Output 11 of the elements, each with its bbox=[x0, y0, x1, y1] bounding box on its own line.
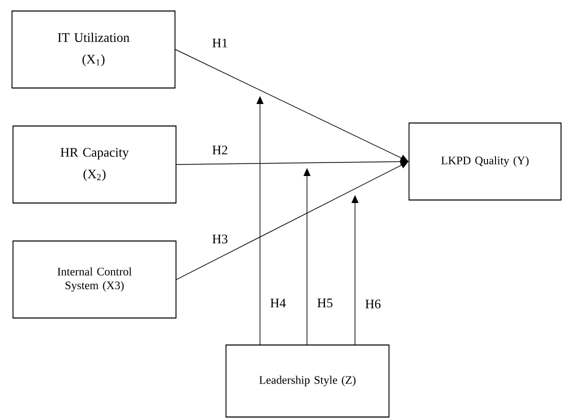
edge-label: H4 bbox=[270, 298, 286, 308]
concept-box: IT Utilization (X$_{1}$) bbox=[12, 10, 176, 88]
concept-box: LKPD Quality (Y) bbox=[408, 122, 562, 200]
edge-label: H6 bbox=[365, 300, 381, 308]
edge-label: H3 bbox=[212, 234, 228, 244]
concept-box: Internal Control System (X3) bbox=[12, 240, 176, 318]
edge-label: H2 bbox=[212, 146, 228, 154]
concept-box: Leadership Style (Z) bbox=[226, 344, 390, 418]
edge-label: H5 bbox=[317, 298, 332, 308]
concept-box: HR Capacity (X$_{2}$) bbox=[12, 126, 176, 204]
edge-label: H1 bbox=[212, 38, 228, 48]
